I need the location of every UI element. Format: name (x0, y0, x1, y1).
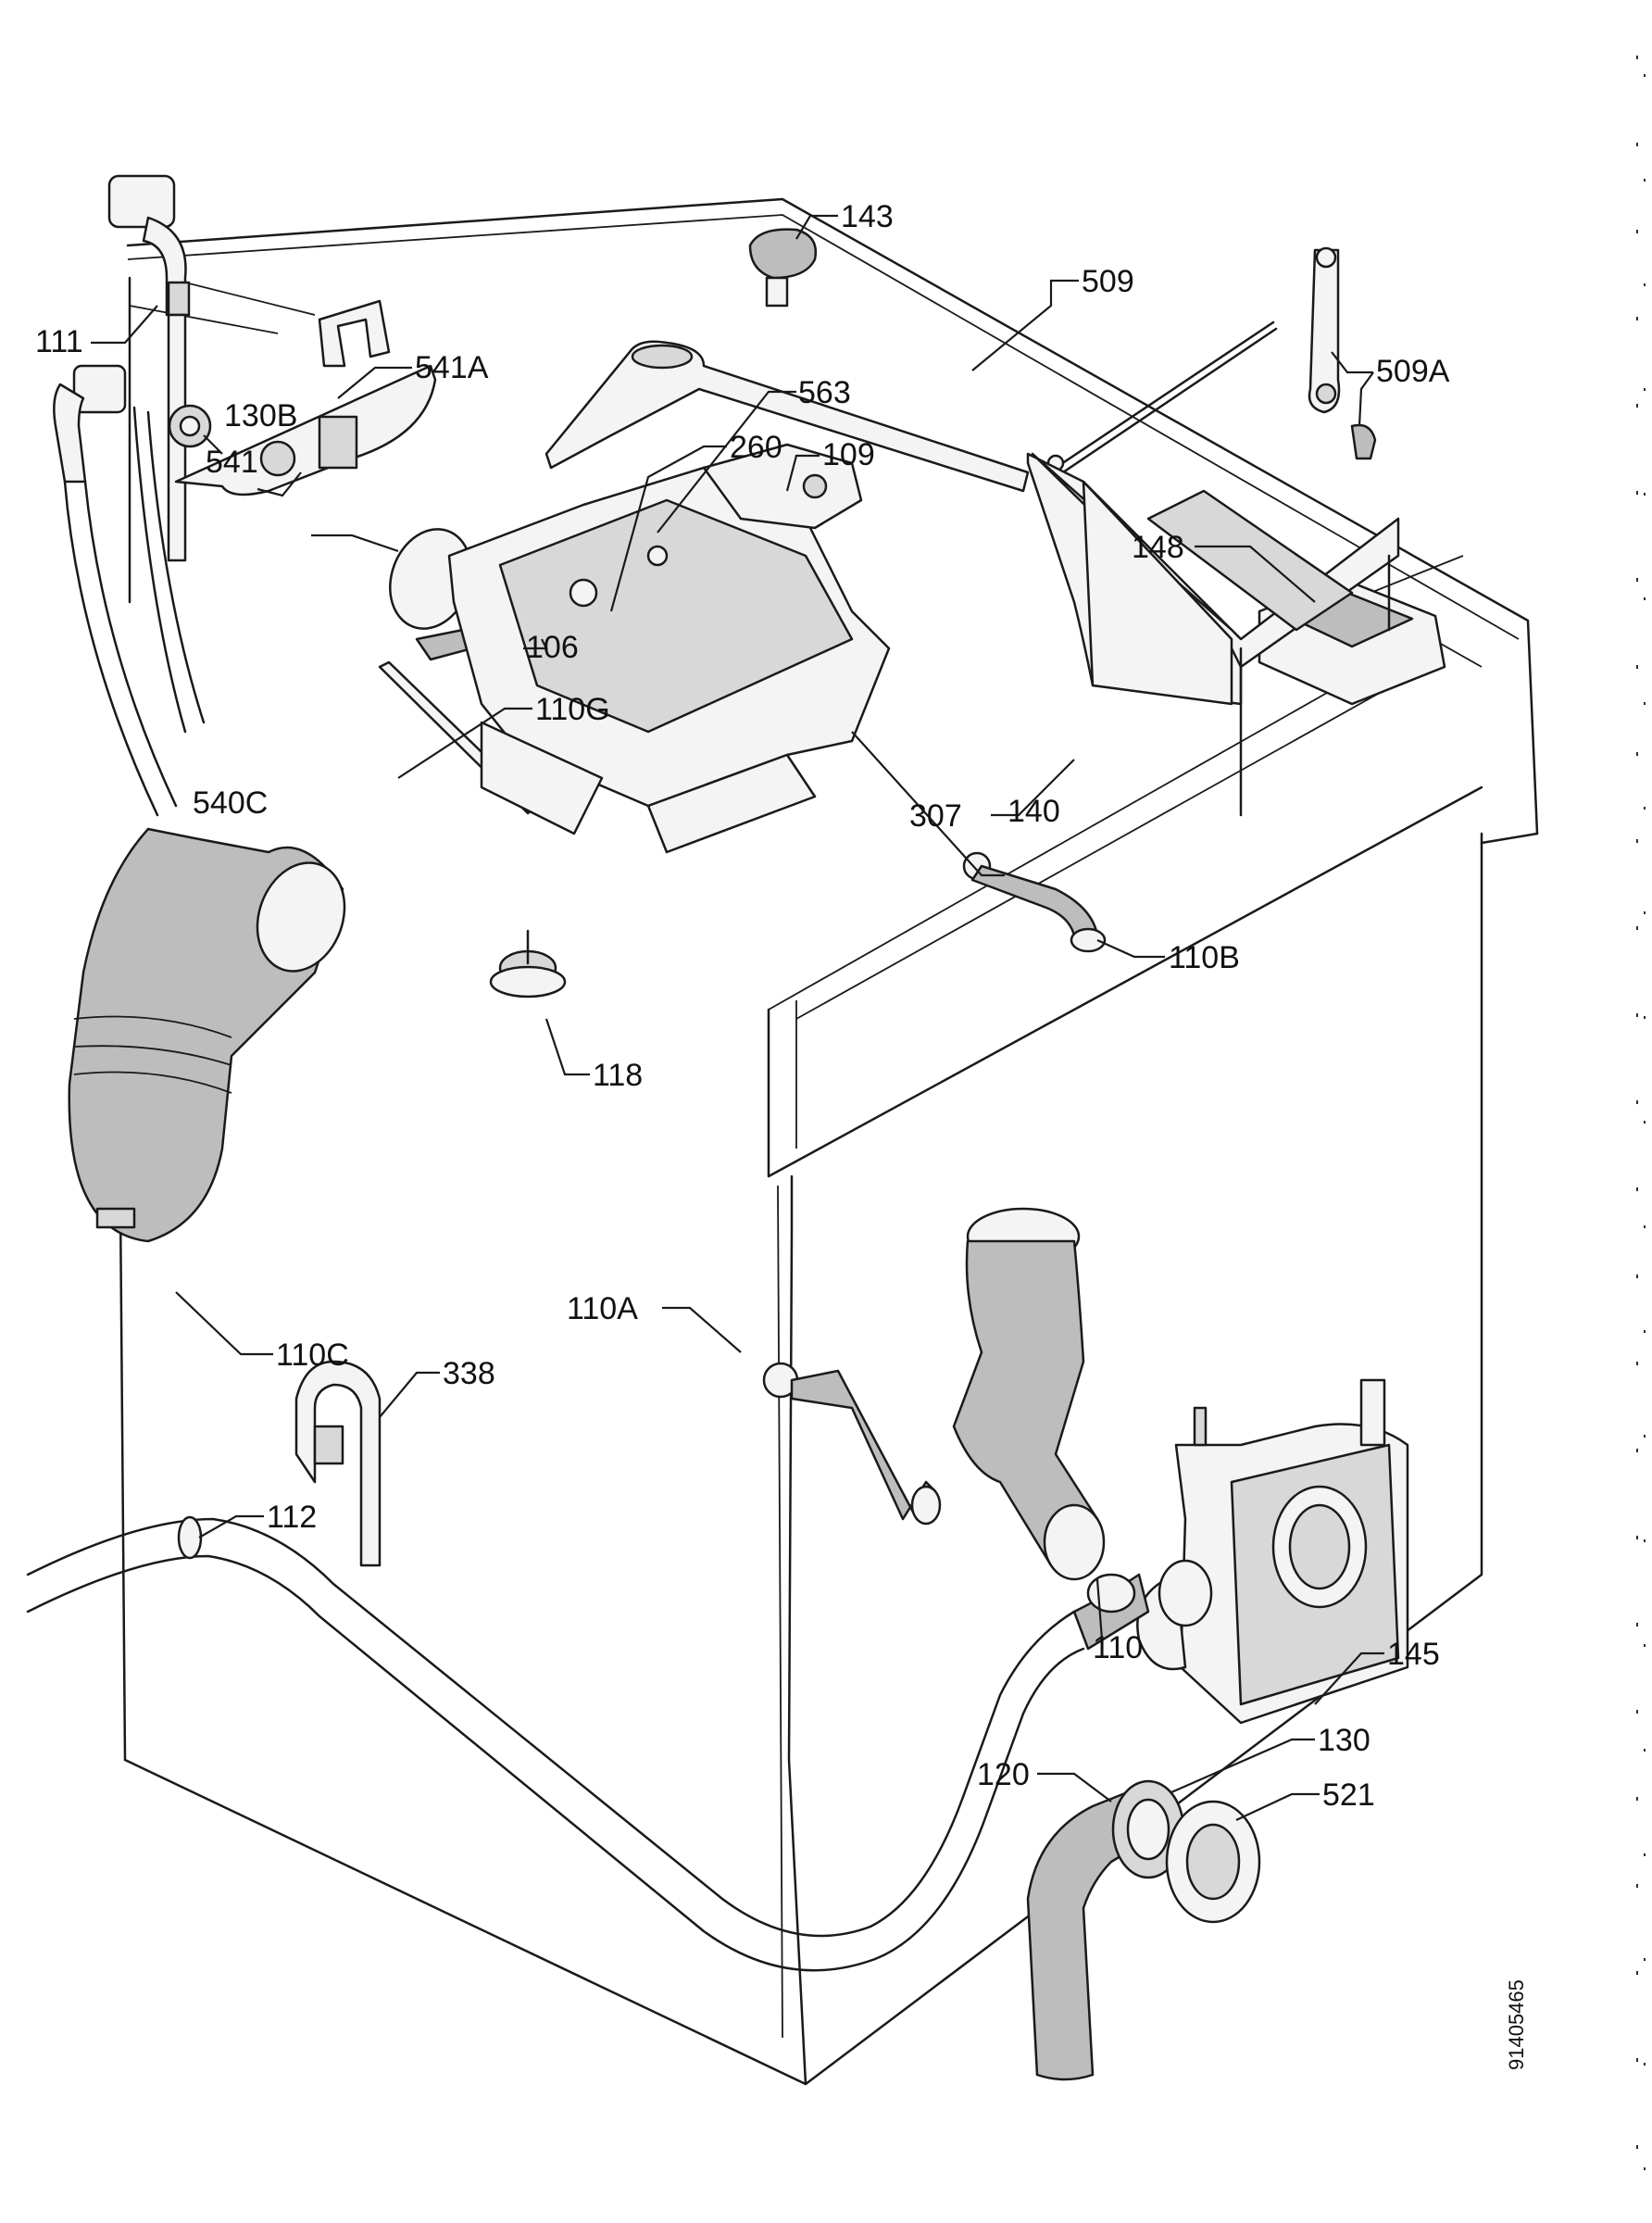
label-540C: 540C (193, 785, 268, 821)
part-541A-clip (318, 299, 391, 368)
label-112: 112 (267, 1500, 317, 1535)
part-509-lever (544, 320, 1278, 493)
left-hoses (53, 364, 206, 817)
part-labels: 111 541A 143 509 509A 541 130B 563 260 1… (35, 199, 1450, 1813)
label-260: 260 (730, 430, 782, 465)
label-148: 148 (1132, 530, 1184, 565)
label-509A: 509A (1376, 354, 1450, 389)
document-number: 91405465 (1505, 1979, 1528, 2070)
part-521-cap (1165, 1800, 1261, 1924)
part-307-drawer (1026, 452, 1400, 817)
label-130B: 130B (224, 398, 297, 433)
part-110B-hose (962, 851, 1107, 953)
label-120: 120 (977, 1757, 1030, 1792)
part-143-knob (748, 228, 818, 308)
label-140: 140 (1007, 794, 1060, 829)
label-541: 541 (206, 445, 258, 480)
label-111: 111 (35, 324, 83, 359)
part-130B-nut (168, 404, 212, 448)
part-110-sump-hose (952, 1207, 1106, 1581)
label-130: 130 (1318, 1723, 1370, 1758)
part-509A-lever (1308, 246, 1377, 460)
label-110G: 110G (535, 692, 610, 727)
label-118: 118 (593, 1058, 643, 1093)
part-145-pump (1136, 1378, 1409, 1725)
label-521: 521 (1322, 1777, 1375, 1813)
label-110: 110 (1093, 1630, 1143, 1665)
label-338: 338 (443, 1356, 495, 1391)
part-130-seal (1111, 1779, 1185, 1879)
label-563: 563 (798, 375, 851, 410)
part-110C-bellows (68, 827, 346, 1243)
label-110A: 110A (567, 1291, 638, 1326)
label-307: 307 (909, 798, 962, 834)
part-112-drain-hose (26, 1515, 1150, 1972)
label-110C: 110C (276, 1338, 349, 1373)
label-143: 143 (841, 199, 894, 234)
label-109: 109 (822, 437, 875, 472)
label-145: 145 (1387, 1637, 1440, 1672)
part-338-bracket (294, 1360, 382, 1567)
part-118-wheel (489, 929, 567, 998)
part-140-dispenser-housing (447, 466, 891, 854)
part-110A-hose (762, 1362, 942, 1526)
part-109-dispenser-top (702, 443, 863, 530)
label-110B: 110B (1169, 940, 1240, 975)
leader-lines (91, 214, 1384, 1821)
label-509: 509 (1082, 264, 1134, 299)
label-106: 106 (526, 630, 579, 665)
margin-scan-marks (1636, 56, 1646, 2204)
part-120-filter (1026, 1786, 1159, 2081)
part-541-bracket (174, 364, 437, 496)
label-541A: 541A (415, 350, 489, 385)
